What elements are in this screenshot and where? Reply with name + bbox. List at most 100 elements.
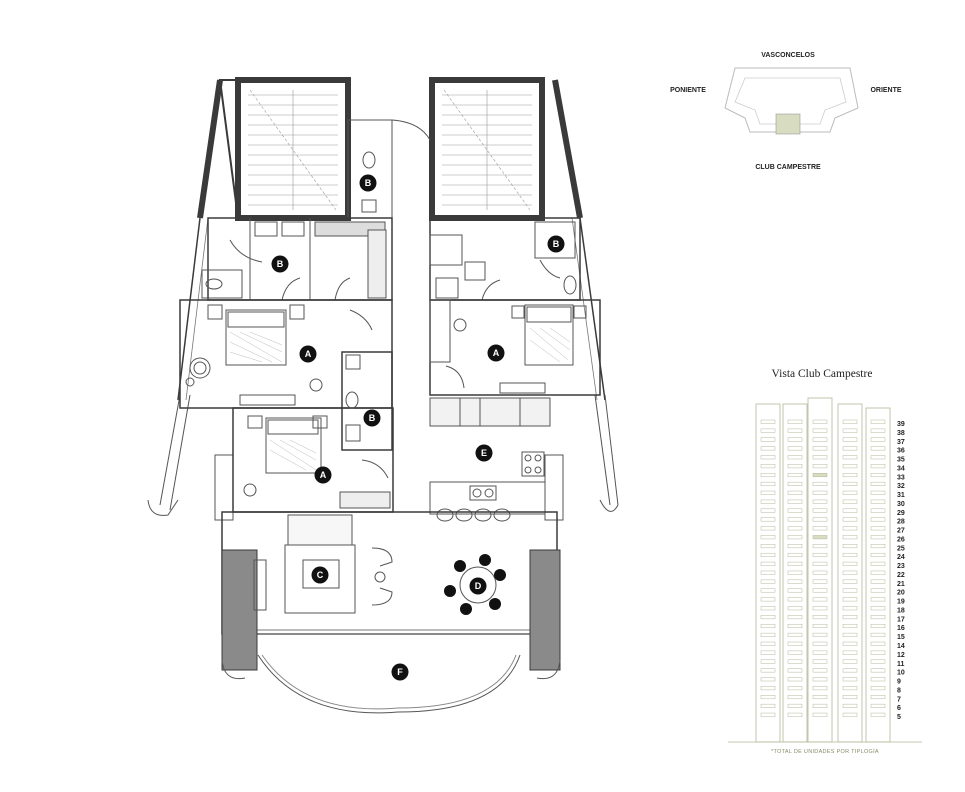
elevation-window xyxy=(870,570,886,575)
elevation-window xyxy=(842,695,858,700)
elevation-towers xyxy=(755,397,891,743)
elevation-window xyxy=(760,632,776,637)
elevation-window xyxy=(760,428,776,433)
elevation-window xyxy=(870,437,886,442)
elevation-window xyxy=(812,428,828,433)
room-marker-circle xyxy=(311,566,329,584)
elevation-window xyxy=(812,570,828,575)
central-bathroom xyxy=(347,119,431,219)
floor-number: 26 xyxy=(897,536,905,543)
compass-west-label: PONIENTE xyxy=(670,87,706,94)
elevation-tower xyxy=(837,403,863,743)
elevation-window xyxy=(842,570,858,575)
elevation-window xyxy=(812,490,828,495)
elevation-window xyxy=(760,517,776,522)
elevation-window xyxy=(760,606,776,611)
elevation-window xyxy=(760,419,776,424)
room-marker-circle xyxy=(363,409,381,427)
elevation-window xyxy=(760,623,776,628)
floor-number: 5 xyxy=(897,714,901,721)
elevation-window xyxy=(870,659,886,664)
elevation-window xyxy=(787,695,803,700)
compass-south-label: CLUB CAMPESTRE xyxy=(755,164,821,171)
floor-number: 7 xyxy=(897,696,901,703)
floor-number: 25 xyxy=(897,545,905,552)
elevation-window xyxy=(812,695,828,700)
elevation-window xyxy=(787,623,803,628)
elevation-window xyxy=(842,446,858,451)
apartment-floor-plan xyxy=(147,77,619,714)
elevation-window xyxy=(760,535,776,540)
elevation-window xyxy=(842,703,858,708)
elevation-tower xyxy=(807,397,833,743)
elevation-window xyxy=(842,650,858,655)
elevation-window xyxy=(760,579,776,584)
room-marker-circle xyxy=(271,255,289,273)
elevation-window xyxy=(870,428,886,433)
elevation-window xyxy=(842,526,858,531)
room-marker-circle xyxy=(547,235,565,253)
elevation-window xyxy=(787,481,803,486)
elevation-window xyxy=(812,650,828,655)
floor-number: 6 xyxy=(897,705,901,712)
elevation-window xyxy=(812,606,828,611)
elevation-window xyxy=(760,446,776,451)
elevation-window xyxy=(842,632,858,637)
elevation-window xyxy=(870,526,886,531)
floor-number: 38 xyxy=(897,430,905,437)
elevation-window xyxy=(842,499,858,504)
floor-number: 14 xyxy=(897,643,905,650)
room-marker-b: B xyxy=(271,255,289,273)
room-marker-a: A xyxy=(487,344,505,362)
floor-number: 19 xyxy=(897,599,905,606)
elevation-tower xyxy=(782,403,808,743)
highlighted-unit-window xyxy=(812,535,828,540)
elevation-window xyxy=(787,597,803,602)
elevation-window xyxy=(787,517,803,522)
elevation-window xyxy=(787,659,803,664)
floor-number: 15 xyxy=(897,634,905,641)
floor-number: 31 xyxy=(897,492,905,499)
elevation-window xyxy=(842,623,858,628)
elevation-window xyxy=(787,490,803,495)
room-marker-b: B xyxy=(363,409,381,427)
floor-number: 30 xyxy=(897,501,905,508)
elevation-window xyxy=(760,544,776,549)
elevation-window xyxy=(787,446,803,451)
elevation-window xyxy=(842,686,858,691)
elevation-window xyxy=(870,712,886,717)
room-marker-a: A xyxy=(299,345,317,363)
right-stair-tower xyxy=(429,77,583,221)
room-marker-circle xyxy=(487,344,505,362)
elevation-window xyxy=(870,668,886,673)
floor-number: 23 xyxy=(897,563,905,570)
elevation-window xyxy=(870,464,886,469)
elevation-window xyxy=(787,579,803,584)
elevation-window xyxy=(842,712,858,717)
floor-number: 37 xyxy=(897,439,905,446)
elevation-window xyxy=(870,508,886,513)
elevation-window xyxy=(760,659,776,664)
elevation-window xyxy=(812,579,828,584)
elevation-window xyxy=(760,490,776,495)
floor-number: 27 xyxy=(897,528,905,535)
elevation-window xyxy=(842,588,858,593)
floor-number: 12 xyxy=(897,652,905,659)
elevation-window xyxy=(812,464,828,469)
elevation-window xyxy=(870,615,886,620)
elevation-window xyxy=(842,437,858,442)
elevation-window xyxy=(842,641,858,646)
elevation-window xyxy=(842,508,858,513)
elevation-window xyxy=(760,437,776,442)
elevation-window xyxy=(870,473,886,478)
highlighted-unit-window xyxy=(812,473,828,478)
left-lower-rooms xyxy=(232,351,394,513)
elevation-window xyxy=(842,428,858,433)
elevation-window xyxy=(842,455,858,460)
elevation-window xyxy=(787,668,803,673)
elevation-window xyxy=(812,517,828,522)
right-envelope xyxy=(544,217,619,521)
room-marker-label: E xyxy=(481,448,487,458)
elevation-window xyxy=(842,419,858,424)
